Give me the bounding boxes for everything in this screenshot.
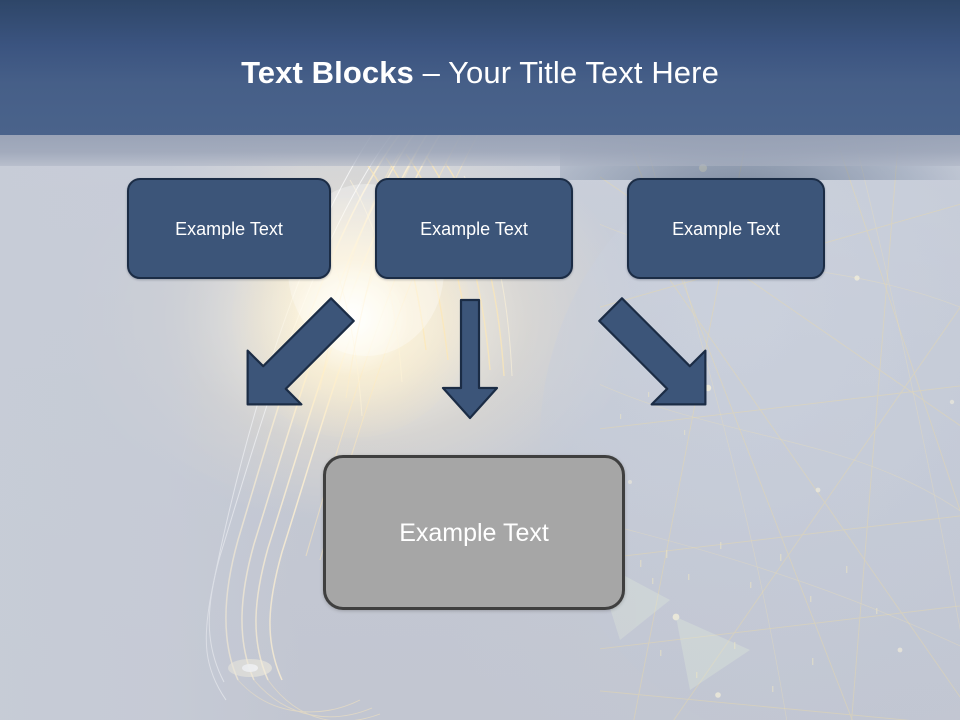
page-title: Text Blocks – Your Title Text Here xyxy=(0,53,960,93)
page-title-separator: – xyxy=(413,55,449,90)
text-block-2-label: Example Text xyxy=(420,218,528,239)
text-block-1-label: Example Text xyxy=(175,218,283,239)
text-block-1[interactable]: Example Text xyxy=(127,178,331,279)
title-bar xyxy=(0,0,960,135)
result-block-label: Example Text xyxy=(399,518,549,547)
text-block-2[interactable]: Example Text xyxy=(375,178,573,279)
arrow-down-left-icon xyxy=(598,297,707,406)
text-block-3[interactable]: Example Text xyxy=(627,178,825,279)
arrow-down-right-icon xyxy=(246,297,355,406)
page-title-light: Your Title Text Here xyxy=(448,55,719,90)
arrow-down-icon xyxy=(441,298,499,420)
page-title-strong: Text Blocks xyxy=(241,55,414,90)
title-bar-accent-strip xyxy=(0,135,960,166)
result-block[interactable]: Example Text xyxy=(323,455,625,610)
text-block-3-label: Example Text xyxy=(672,218,780,239)
